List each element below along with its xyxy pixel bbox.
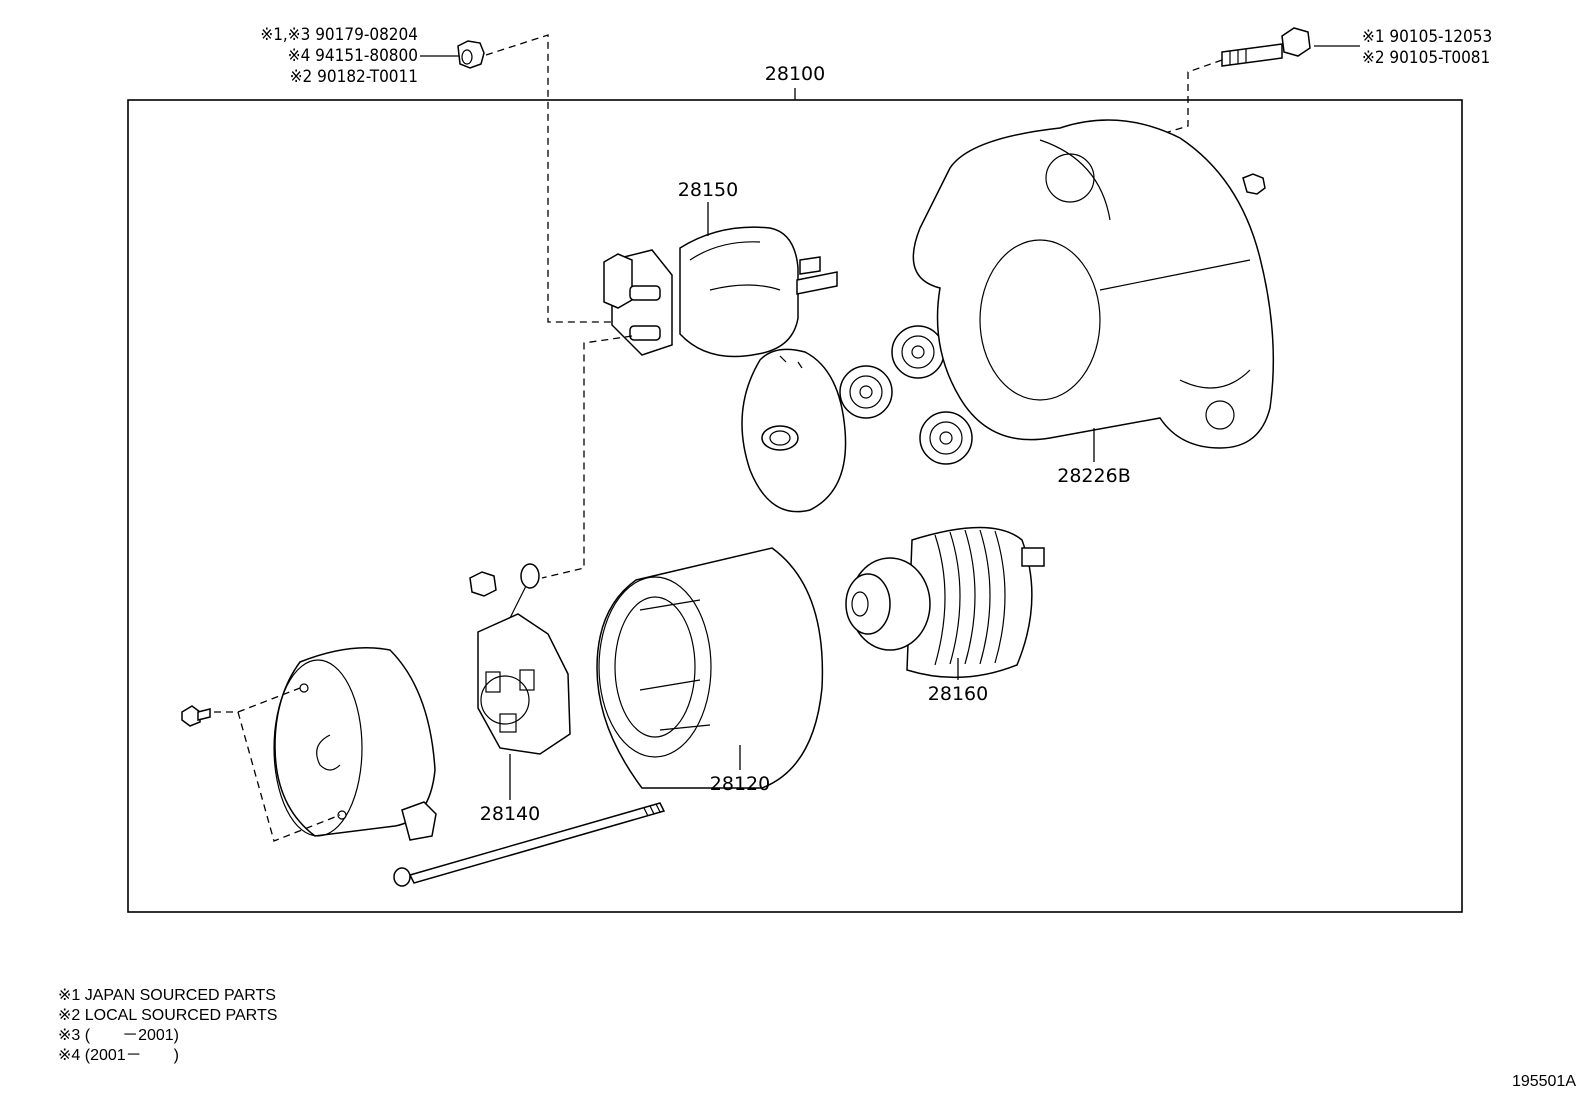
note-japan-sourced: ※1 JAPAN SOURCED PARTS	[58, 987, 276, 1004]
clutch-label: 28160	[928, 683, 988, 705]
brush-nut-icon	[469, 571, 497, 597]
note-local-sourced: ※2 LOCAL SOURCED PARTS	[58, 1007, 277, 1024]
brush-holder-label: 28140	[480, 803, 540, 825]
nut-left-part-number-3: ※2 90182-T0011	[290, 67, 418, 87]
end-cover-part	[273, 646, 437, 841]
clutch-part	[845, 526, 1045, 679]
yoke-part	[596, 547, 824, 789]
planetary-gear-2	[891, 325, 945, 379]
brush-holder-part	[477, 563, 571, 755]
end-cover-screw-icon	[181, 705, 211, 727]
solenoid-part	[603, 226, 838, 358]
end-cover-dash	[214, 711, 341, 842]
note-date-before-2001: ※3 ( －2001)	[58, 1027, 179, 1044]
solenoid-label: 28150	[678, 179, 738, 201]
nut-left-part-number-1: ※1,※3 90179-08204	[260, 25, 418, 45]
bolt-right-part-number-1: ※1 90105-12053	[1362, 27, 1492, 47]
nut-left-dash	[485, 34, 620, 323]
nut-left-part-number-2: ※4 94151-80800	[288, 46, 418, 66]
planetary-gear-3	[919, 411, 973, 465]
through-bolt-part	[393, 802, 666, 887]
thrust-plate-part	[741, 348, 847, 513]
note-date-after-2001: ※4 (2001－ )	[58, 1047, 179, 1064]
illustration-reference-code: 195501A	[1512, 1073, 1576, 1090]
bolt-right-icon	[1221, 27, 1311, 67]
nut-left-icon	[457, 40, 485, 69]
assembly-label: 28100	[765, 63, 825, 85]
housing-label: 28226B	[1057, 465, 1130, 487]
housing-part	[912, 119, 1275, 449]
yoke-label: 28120	[710, 773, 770, 795]
bolt-right-part-number-2: ※2 90105-T0081	[1362, 48, 1490, 68]
bolt-right-dash	[1154, 59, 1223, 137]
solenoid-terminal-dash	[541, 335, 633, 579]
housing-nut-icon	[1242, 173, 1266, 195]
planetary-gear-1	[839, 365, 893, 419]
